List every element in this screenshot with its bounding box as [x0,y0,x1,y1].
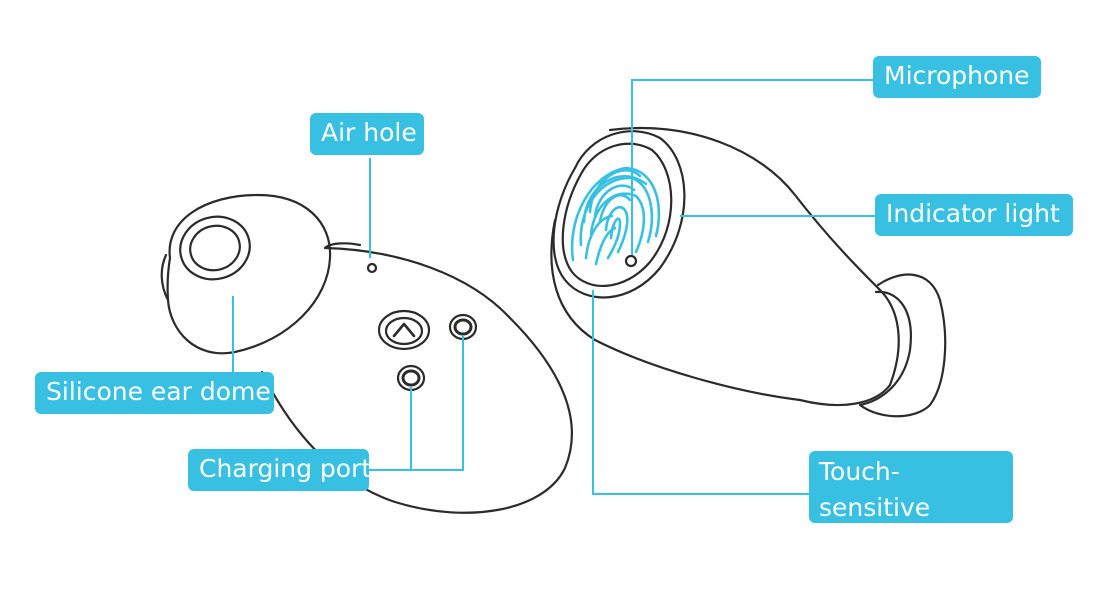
label-air-hole: Air hole [310,113,424,155]
label-silicone-ear-dome: Silicone ear dome [35,372,274,414]
leader-lines [232,79,875,495]
label-touch-sensitive-control-key: Touch-sensitive control key [809,451,1013,558]
right-ear-dome [858,273,947,418]
air-hole [366,262,378,274]
left-ear-dome [166,193,332,355]
touch-panel [561,142,673,288]
fingerprint-icon [570,166,661,266]
leader-touch-key [592,290,810,495]
right-earbud-body [550,126,900,407]
label-indicator-light: Indicator light [875,194,1073,236]
left-logo-button [377,309,431,351]
label-charging-port: Charging port [188,449,371,491]
leader-microphone [631,79,874,255]
right-front-face [552,130,686,299]
right-earbud [550,126,947,418]
label-touch-key-line2: control key [819,529,958,558]
left-ear-dome-nozzle [179,215,251,281]
label-touch-key-line1: Touch-sensitive [819,457,931,522]
leader-charging-port [369,335,464,471]
label-microphone: Microphone [873,56,1041,98]
microphone-hole [624,254,638,268]
charging-contact-left [396,364,426,392]
